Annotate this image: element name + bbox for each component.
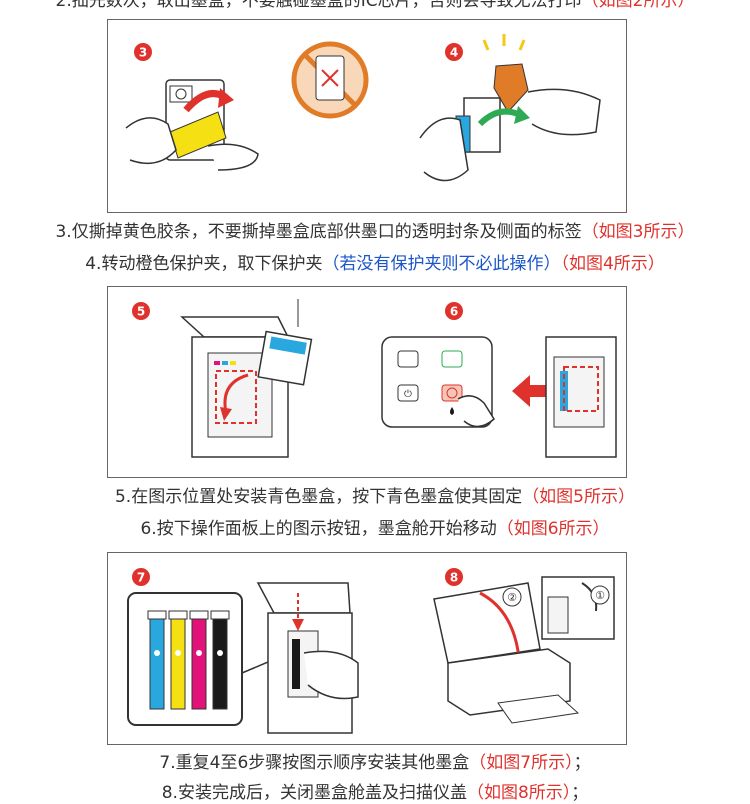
step-1-marker: ① [595, 589, 605, 602]
power-icon: ⏻ [404, 389, 412, 400]
step-2-figure-ref: （如图2所示） [581, 0, 695, 11]
figure-panel-3-4: 3 4 [107, 19, 627, 213]
ink-button[interactable] [441, 384, 463, 402]
figure-panel-5-6: 5 6 ⏻ [107, 286, 627, 478]
step-8-instruction: 8.安装完成后，关闭墨盒舱盖及扫描仪盖 [161, 783, 467, 803]
step-5-instruction: 5.在图示位置处安装青色墨盒，按下青色墨盒使其固定 [114, 487, 523, 507]
step-4-instruction: 4.转动橙色保护夹，取下保护夹 [85, 254, 323, 274]
step-8-figure-ref: （如图8所示） [466, 783, 572, 803]
step-5-figure-ref: （如图5所示） [522, 487, 636, 507]
step-7-instruction: 7.重复4至6步骤按图示顺序安装其他墨盒 [159, 753, 470, 773]
step-6-instruction: 6.按下操作面板上的图示按钮，墨盒舱开始移动 [140, 519, 497, 539]
step-8-text: 8.安装完成后，关闭墨盒舱盖及扫描仪盖（如图8所示）； [0, 782, 750, 804]
step-7-figure-ref: （如图7所示） [469, 753, 574, 773]
step-7-punctuation: ； [573, 753, 591, 773]
figure-5: 5 [132, 299, 313, 458]
figure-panel-7-8: 7 [107, 552, 627, 745]
figure-8-badge: 8 [450, 571, 458, 585]
step-4-figure-ref: （如图4所示） [560, 254, 665, 274]
cartridge-magenta [189, 610, 209, 710]
figure-6: 6 ⏻ [381, 302, 617, 458]
step-2-instruction: 2.拙先数次，取出墨盒，不要触碰墨盒的IC芯片，否则会导致无法打印 [55, 0, 582, 11]
power-button[interactable] [397, 384, 419, 402]
stop-icon [446, 387, 458, 399]
copy-color-button[interactable] [441, 350, 463, 368]
figure-4-badge: 4 [450, 46, 458, 60]
copy-bw-button[interactable] [397, 350, 419, 368]
step-2-text: 2.拙先数次，取出墨盒，不要触碰墨盒的IC芯片，否则会导致无法打印（如图2所示） [0, 0, 750, 12]
cartridge-yellow [168, 610, 188, 710]
step-6-figure-ref: （如图6所示） [496, 519, 610, 539]
step-6-text: 6.按下操作面板上的图示按钮，墨盒舱开始移动（如图6所示） [0, 518, 750, 540]
step-5-text: 5.在图示位置处安装青色墨盒，按下青色墨盒使其固定（如图5所示） [0, 486, 750, 508]
step-3-figure-ref: （如图3所示） [581, 222, 695, 242]
step-8-punctuation: ； [571, 783, 589, 803]
cartridge-cyan [147, 610, 167, 710]
figure-5-badge: 5 [137, 305, 145, 319]
red-arrow-icon [512, 375, 548, 407]
ink-drop-icon [450, 407, 454, 415]
step-7-text: 7.重复4至6步骤按图示顺序安装其他墨盒（如图7所示）； [0, 752, 750, 774]
figure-3-badge: 3 [139, 46, 147, 60]
figure-7: 7 [127, 568, 359, 734]
figure-7-badge: 7 [137, 571, 145, 585]
step-3-instruction: 3.仅撕掉黄色胶条，不要撕掉墨盒底部供墨口的透明封条及侧面的标签 [55, 222, 582, 242]
down-arrow-icon [292, 619, 304, 631]
step-3-text: 3.仅撕掉黄色胶条，不要撕掉墨盒底部供墨口的透明封条及侧面的标签（如图3所示） [0, 221, 750, 243]
figure-8: 8 ② ① [433, 568, 615, 724]
figure-4: 4 [419, 34, 601, 182]
figure-3: 3 [125, 41, 369, 171]
step-2-marker: ② [507, 591, 517, 604]
cartridge-black [210, 610, 230, 710]
figure-6-badge: 6 [450, 305, 458, 319]
step-4-note: （若没有保护夹则不必此操作） [322, 254, 561, 274]
step-4-text: 4.转动橙色保护夹，取下保护夹（若没有保护夹则不必此操作）（如图4所示） [0, 253, 750, 275]
